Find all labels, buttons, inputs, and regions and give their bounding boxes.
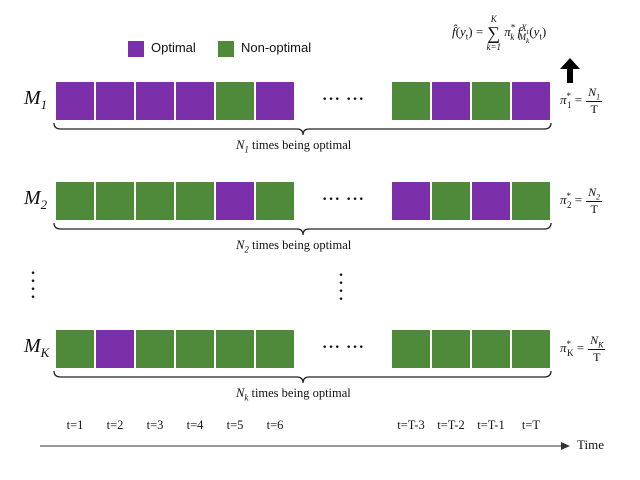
- time-cell-optimal: [215, 181, 255, 221]
- up-arrow-icon: [560, 58, 580, 83]
- curly-brace: [53, 122, 552, 136]
- time-cell-optimal: [95, 81, 135, 121]
- time-cell-optimal: [255, 81, 295, 121]
- time-cell-nonoptimal: [95, 181, 135, 221]
- time-cell-nonoptimal: [135, 329, 175, 369]
- time-label: t=T-2: [437, 418, 465, 432]
- time-label: t=T: [521, 418, 541, 432]
- time-cell-nonoptimal: [55, 329, 95, 369]
- time-label: t=T-3: [397, 418, 425, 432]
- row-label-model-1: M1: [24, 87, 48, 112]
- time-cell-optimal: [135, 81, 175, 121]
- curly-brace: [53, 222, 552, 236]
- time-label: t=4: [186, 418, 204, 432]
- time-label: t=6: [266, 418, 284, 432]
- legend-label-nonoptimal: Non-optimal: [241, 40, 312, 55]
- time-cell-optimal: [511, 81, 551, 121]
- time-cell-nonoptimal: [431, 329, 471, 369]
- time-cell-optimal: [431, 81, 471, 121]
- time-cell-optimal: [95, 329, 135, 369]
- time-label: t=5: [226, 418, 244, 432]
- horizontal-ellipsis: ··· ···: [322, 91, 366, 108]
- time-cell-nonoptimal: [55, 181, 95, 221]
- estimate-formula: f̂(yt) = K ∑ k=1 π*k fXtMk(yt): [452, 14, 547, 52]
- time-cell-nonoptimal: [471, 329, 511, 369]
- time-label: t=1: [66, 418, 84, 432]
- curly-brace: [53, 370, 552, 384]
- legend-swatch-nonoptimal: [218, 41, 234, 57]
- horizontal-ellipsis: ··· ···: [322, 339, 366, 356]
- optimal-count-caption: N2 times being optimal: [236, 238, 352, 255]
- time-cell-nonoptimal: [431, 181, 471, 221]
- time-cell-nonoptimal: [255, 181, 295, 221]
- time-axis-label: Time: [577, 437, 604, 452]
- time-cell-optimal: [391, 181, 431, 221]
- vertical-ellipsis-middle: ····: [338, 267, 344, 308]
- horizontal-ellipsis: ··· ···: [322, 191, 366, 208]
- time-cell-nonoptimal: [391, 329, 431, 369]
- vertical-ellipsis-left: ····: [30, 265, 36, 306]
- time-cell-optimal: [175, 81, 215, 121]
- optimal-count-caption: Nk times being optimal: [236, 386, 351, 403]
- time-label: t=T-1: [477, 418, 505, 432]
- row-label-model-3: MK: [24, 335, 50, 360]
- row-label-model-2: M2: [24, 187, 48, 212]
- time-cell-optimal: [55, 81, 95, 121]
- legend-swatch-optimal: [128, 41, 144, 57]
- time-cell-nonoptimal: [255, 329, 295, 369]
- optimal-count-caption: N1 times being optimal: [236, 138, 352, 155]
- legend-label-optimal: Optimal: [151, 40, 196, 55]
- time-cell-nonoptimal: [135, 181, 175, 221]
- time-cell-optimal: [471, 181, 511, 221]
- time-cell-nonoptimal: [215, 81, 255, 121]
- time-label: t=3: [146, 418, 164, 432]
- time-label: t=2: [106, 418, 124, 432]
- time-cell-nonoptimal: [511, 329, 551, 369]
- time-cell-nonoptimal: [471, 81, 511, 121]
- time-cell-nonoptimal: [511, 181, 551, 221]
- time-axis-arrow: [40, 442, 570, 450]
- time-cell-nonoptimal: [215, 329, 255, 369]
- time-cell-nonoptimal: [391, 81, 431, 121]
- time-cell-nonoptimal: [175, 329, 215, 369]
- time-cell-nonoptimal: [175, 181, 215, 221]
